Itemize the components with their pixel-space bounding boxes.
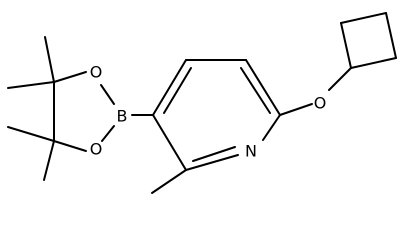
bond-o-upper-c	[53, 71, 87, 83]
bond-me-lower-2	[43, 140, 55, 181]
bond-c4-c3	[152, 59, 187, 116]
bond-c4-c3-inner	[163, 67, 192, 114]
structure-canvas: O N B O O	[7, 12, 397, 194]
bond-cb-3	[385, 12, 397, 59]
pyridine-ring	[152, 59, 281, 171]
atom-label-oxygen-ether: O	[314, 94, 327, 113]
bond-cb-1	[340, 22, 352, 69]
bond-me-lower-1	[7, 126, 55, 142]
bond-c6-c5-inner	[240, 67, 271, 114]
atom-label-boron: B	[117, 107, 128, 126]
bond-c6-c5	[245, 59, 281, 116]
pinacol-ring	[53, 71, 115, 152]
bond-c2-n-inner	[192, 146, 236, 162]
bond-o-c6	[279, 103, 313, 116]
bond-methyl	[151, 169, 187, 194]
bond-b-o-upper	[100, 84, 115, 105]
atom-label-nitrogen: N	[245, 142, 257, 161]
cyclobutyl-ring	[340, 12, 397, 69]
bond-o-lower-c	[53, 140, 87, 152]
molecule-drawing: O N B O O	[7, 12, 397, 194]
methyl-groups	[7, 36, 55, 181]
bond-cb-2	[340, 12, 387, 24]
bond-c3-c2	[152, 114, 187, 171]
bond-cb-o	[328, 67, 352, 91]
atom-label-oxygen-upper: O	[90, 63, 103, 82]
atom-label-oxygen-lower: O	[90, 140, 103, 159]
bond-n-c6	[262, 114, 281, 141]
bond-me-upper-1	[44, 36, 55, 83]
bond-b-o-lower	[101, 125, 115, 142]
bond-cb-4	[350, 57, 397, 69]
bond-me-upper-2	[7, 81, 55, 89]
bond-c2-n	[185, 154, 239, 171]
